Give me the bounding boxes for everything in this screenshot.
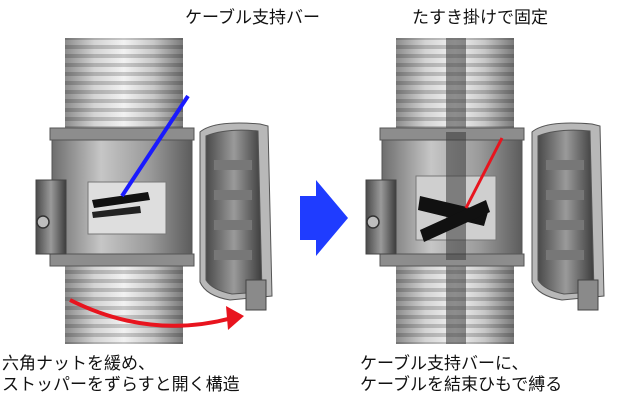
hex-nut-icon-right bbox=[366, 215, 380, 229]
opening-arrow-curve bbox=[69, 298, 233, 328]
cross-tie-fixing-label: たすき掛けで固定 bbox=[412, 8, 548, 28]
cable-support-bar-label: ケーブル支持バー bbox=[185, 8, 320, 28]
right-hose-top bbox=[396, 38, 514, 138]
left-caption-line-2: ストッパーをずらすと開く構造 bbox=[2, 375, 240, 395]
left-caption: 六角ナットを緩め、 ストッパーをずらすと開く構造 bbox=[2, 354, 240, 396]
left-open-half-shell bbox=[199, 122, 273, 311]
right-clamp-body bbox=[365, 127, 525, 267]
cross-tie-binding bbox=[418, 196, 490, 242]
transition-arrow-icon bbox=[300, 180, 348, 256]
right-open-half-shell bbox=[531, 122, 605, 311]
right-assembly bbox=[365, 38, 605, 344]
right-hose-bottom bbox=[396, 252, 514, 344]
left-assembly bbox=[35, 38, 273, 344]
left-caption-line-1: 六角ナットを緩め、 bbox=[2, 354, 155, 374]
opening-arrow-head-icon bbox=[226, 306, 244, 330]
blue-pointer-line bbox=[120, 94, 190, 198]
cable-support-bar bbox=[92, 192, 150, 218]
red-pointer-line bbox=[464, 137, 504, 209]
hex-nut-icon bbox=[36, 215, 50, 229]
left-hose-bottom bbox=[65, 252, 183, 344]
right-caption: ケーブル支持バーに、 ケーブルを結束ひもで縛る bbox=[360, 354, 562, 396]
right-caption-line-2: ケーブルを結束ひもで縛る bbox=[360, 375, 563, 395]
right-caption-line-1: ケーブル支持バーに、 bbox=[360, 354, 529, 374]
left-hose-top bbox=[65, 38, 183, 138]
